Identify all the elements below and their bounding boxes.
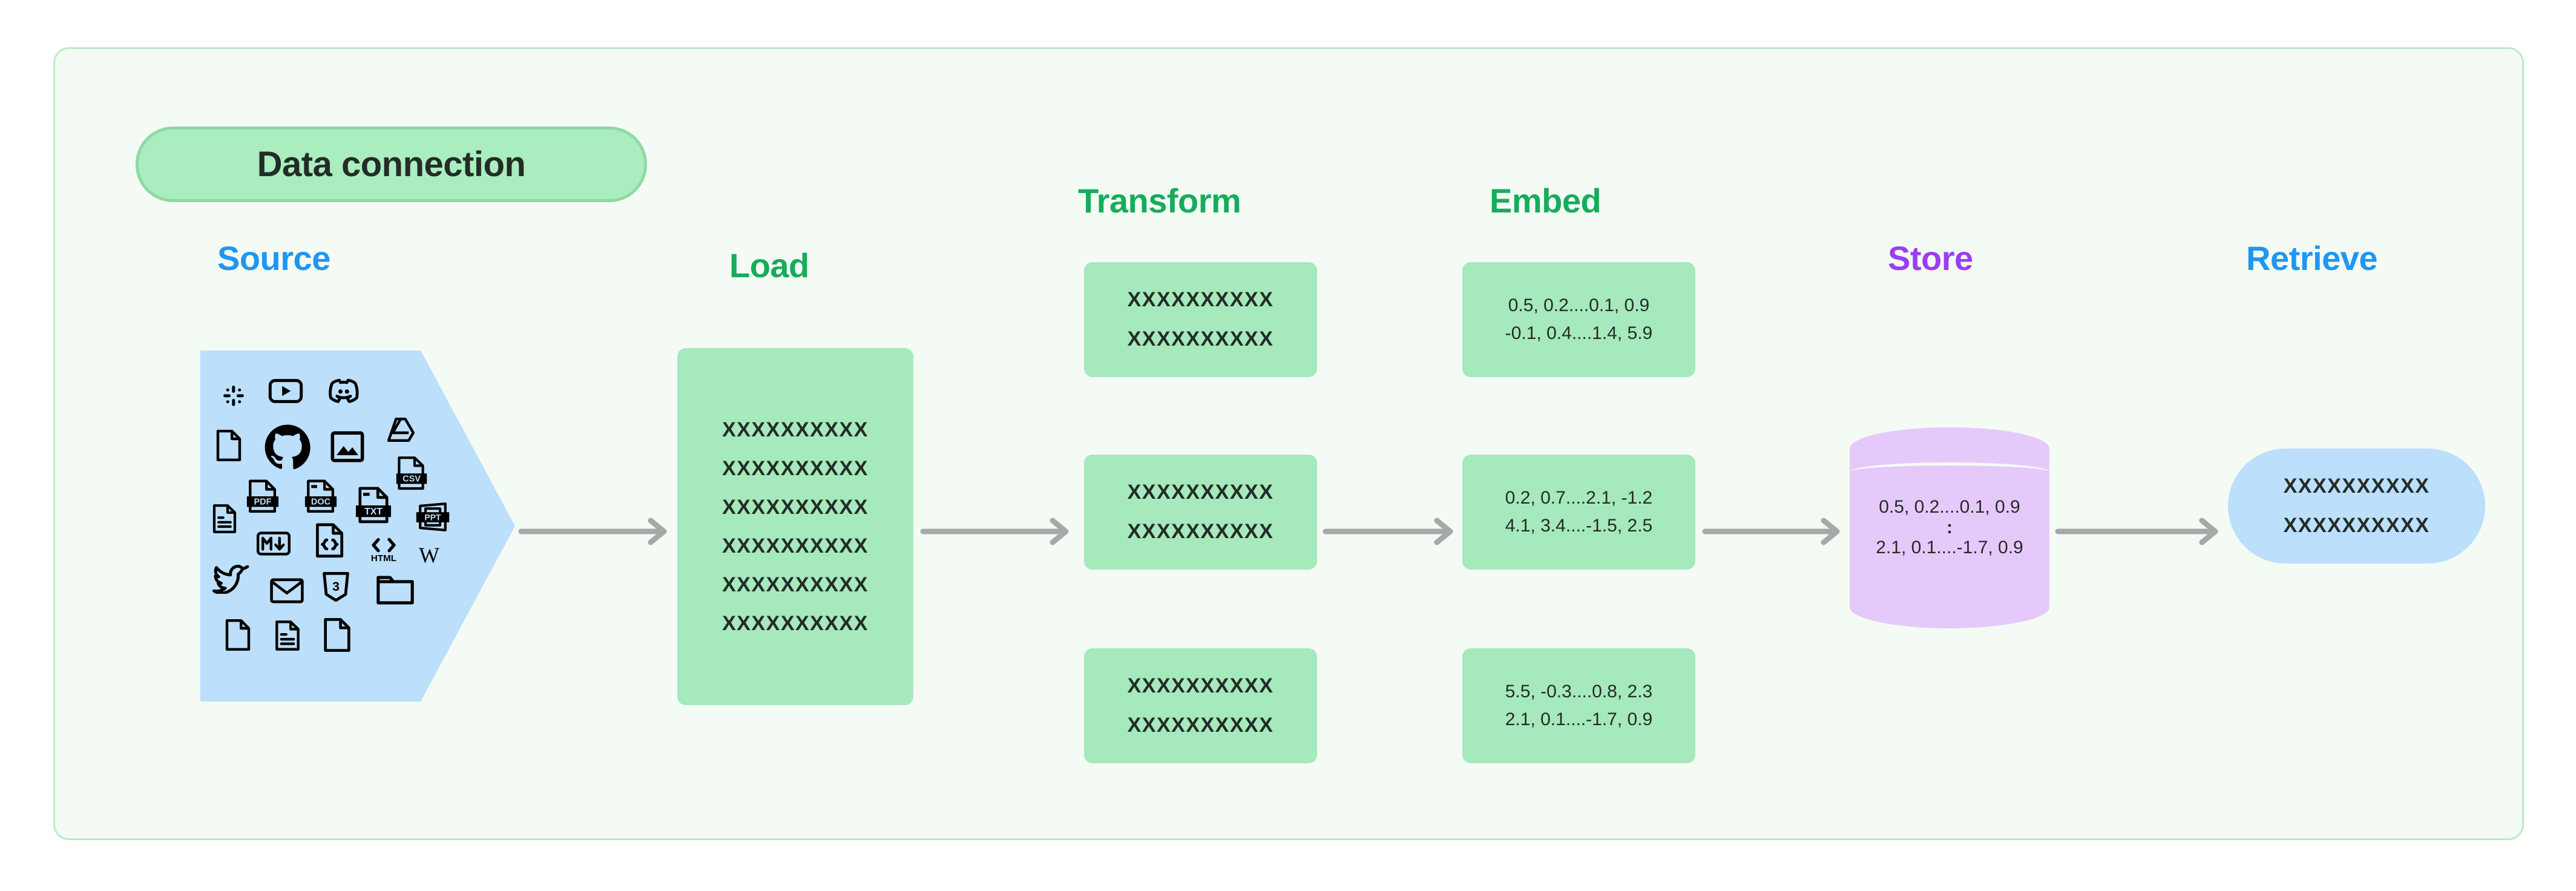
transform-row: XXXXXXXXXX <box>1127 714 1274 737</box>
folder-icon <box>375 573 416 607</box>
arrow-store-to-retrieve <box>2055 510 2222 553</box>
load-row: XXXXXXXXXX <box>722 611 869 635</box>
pdf-file-icon: PDF <box>244 478 281 515</box>
arrow-source-to-load <box>518 510 670 553</box>
image-icon <box>329 428 366 465</box>
css3-icon: 3 <box>320 570 352 605</box>
embed-vector-row: -0.1, 0.4....1.4, 5.9 <box>1505 323 1653 343</box>
load-row: XXXXXXXXXX <box>722 456 869 480</box>
data-connection-badge-label: Data connection <box>257 145 526 184</box>
google-drive-icon <box>385 416 416 444</box>
file-blank-icon-2 <box>222 617 254 653</box>
data-connection-badge: Data connection <box>136 127 647 202</box>
github-icon <box>262 422 313 473</box>
html-icon: HTML <box>365 533 402 565</box>
transform-row: XXXXXXXXXX <box>1127 481 1274 504</box>
stage-label-source: Source <box>217 239 330 277</box>
embed-box: 0.2, 0.7....2.1, -1.2 4.1, 3.4....-1.5, … <box>1462 455 1695 570</box>
transform-box: XXXXXXXXXX XXXXXXXXXX <box>1084 262 1317 377</box>
transform-box: XXXXXXXXXX XXXXXXXXXX <box>1084 648 1317 763</box>
svg-text:PPT: PPT <box>424 512 441 522</box>
stage-label-load: Load <box>729 246 809 284</box>
embed-box: 5.5, -0.3....0.8, 2.3 2.1, 0.1....-1.7, … <box>1462 648 1695 763</box>
load-row: XXXXXXXXXX <box>722 573 869 596</box>
stage-label-transform: Transform <box>1078 182 1241 220</box>
transform-box: XXXXXXXXXX XXXXXXXXXX <box>1084 455 1317 570</box>
store-vector-ellipsis: : <box>1947 517 1953 538</box>
file-blank-icon-3 <box>320 616 354 654</box>
retrieve-row: XXXXXXXXXX <box>2283 475 2430 498</box>
store-vector-row: 0.5, 0.2....0.1, 0.9 <box>1879 496 2020 517</box>
markdown-icon <box>255 530 292 557</box>
embed-vector-row: 0.5, 0.2....0.1, 0.9 <box>1508 295 1650 315</box>
svg-text:3: 3 <box>332 579 340 594</box>
retrieve-box: XXXXXXXXXX XXXXXXXXXX <box>2228 449 2485 564</box>
source-shape: CSV PDF <box>200 350 515 702</box>
transform-row: XXXXXXXXXX <box>1127 674 1274 697</box>
twitter-icon <box>211 561 251 595</box>
email-icon <box>268 576 306 606</box>
txt-file-icon: TXT <box>353 485 394 526</box>
transform-row: XXXXXXXXXX <box>1127 520 1274 543</box>
wikipedia-icon: W <box>413 539 445 568</box>
file-lines-icon-2 <box>273 618 302 653</box>
load-box: XXXXXXXXXX XXXXXXXXXX XXXXXXXXXX XXXXXXX… <box>677 348 913 705</box>
json-file-icon <box>313 521 347 560</box>
cylinder-seam <box>1850 462 2049 481</box>
file-blank-icon <box>212 427 245 464</box>
arrow-transform-to-embed <box>1322 510 1456 553</box>
source-icon-grid: CSV PDF <box>200 350 515 702</box>
slack-icon <box>217 380 250 412</box>
svg-text:HTML: HTML <box>371 553 396 564</box>
arrow-embed-to-store <box>1702 510 1843 553</box>
store-vector-row: 2.1, 0.1....-1.7, 0.9 <box>1876 537 2023 557</box>
csv-file-icon: CSV <box>394 455 429 492</box>
svg-text:CSV: CSV <box>402 475 421 484</box>
stage-label-store: Store <box>1888 239 1973 277</box>
embed-vector-row: 2.1, 0.1....-1.7, 0.9 <box>1505 709 1653 729</box>
data-connection-diagram-frame: Data connection Source Load Transform Em… <box>53 47 2524 840</box>
svg-text:DOC: DOC <box>311 498 331 507</box>
arrow-load-to-transform <box>920 510 1072 553</box>
discord-icon <box>327 375 365 407</box>
embed-vector-row: 5.5, -0.3....0.8, 2.3 <box>1505 682 1653 702</box>
transform-row: XXXXXXXXXX <box>1127 288 1274 311</box>
load-row: XXXXXXXXXX <box>722 418 869 441</box>
youtube-icon <box>267 375 304 407</box>
load-row: XXXXXXXXXX <box>722 495 869 519</box>
load-row: XXXXXXXXXX <box>722 534 869 557</box>
store-vector-text: 0.5, 0.2....0.1, 0.9 : 2.1, 0.1....-1.7,… <box>1850 427 2049 627</box>
retrieve-row: XXXXXXXXXX <box>2283 514 2430 537</box>
ppt-file-icon: PPT <box>413 501 452 533</box>
embed-vector-row: 4.1, 3.4....-1.5, 2.5 <box>1505 516 1653 536</box>
store-cylinder: 0.5, 0.2....0.1, 0.9 : 2.1, 0.1....-1.7,… <box>1850 427 2049 628</box>
stage-label-embed: Embed <box>1490 182 1602 220</box>
transform-row: XXXXXXXXXX <box>1127 327 1274 350</box>
cylinder-bottom-ellipse <box>1850 586 2049 628</box>
stage-label-retrieve: Retrieve <box>2246 239 2378 277</box>
embed-box: 0.5, 0.2....0.1, 0.9 -0.1, 0.4....1.4, 5… <box>1462 262 1695 377</box>
svg-text:PDF: PDF <box>254 498 272 507</box>
svg-text:W: W <box>419 543 439 567</box>
embed-vector-row: 0.2, 0.7....2.1, -1.2 <box>1505 488 1653 508</box>
file-lines-icon <box>210 502 239 536</box>
svg-text:TXT: TXT <box>364 507 383 517</box>
doc-file-icon: DOC <box>302 478 340 515</box>
